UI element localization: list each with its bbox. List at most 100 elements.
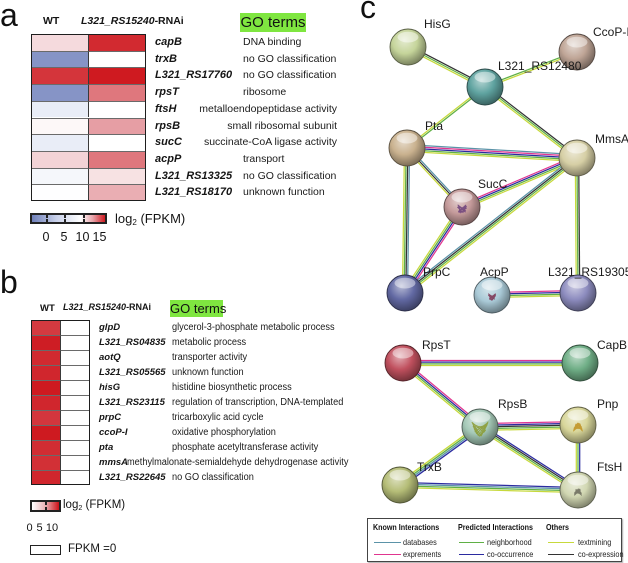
edge-line-neighborhood [399,485,578,492]
protein-node [561,344,599,382]
edge-line-databases [407,143,578,156]
heatmap-cell-wt [31,410,61,425]
protein-node [558,33,596,71]
heatmap-cell-wt [31,350,61,365]
heatmap-cell-rnai [60,455,90,470]
go-term-label: oxidative phosphorylation [172,427,276,438]
network-edge [403,359,580,367]
gene-label: glpD [99,322,121,333]
protein-structure-icon [471,421,489,437]
network-edge [399,481,579,494]
protein-structure-icon [574,488,582,496]
edge-line-textmining [406,150,577,163]
gene-label: L321_RS17760 [155,69,233,82]
heatmap-cell-rnai [88,50,146,68]
edge-line-coexpression [404,156,577,293]
protein-sphere [388,129,426,167]
gene-label: prpC [99,412,122,423]
network-edge [403,155,579,296]
protein-label: CapB [597,338,627,352]
edge-line-neighborhood [576,157,579,294]
panel-b-colorbar-label: log2 (FPKM) [63,499,125,512]
heatmap-cell-wt [31,184,89,201]
network-edge [483,85,579,160]
sphere-highlight [397,31,419,43]
protein-structure-icon [573,422,583,432]
label-unit: (FPKM) [136,211,186,226]
sphere-highlight [567,409,589,421]
edge-line-neighborhood [403,147,407,293]
heatmap-cell-wt [31,150,89,168]
rnai-suffix: -RNAi [154,15,184,27]
network-edge [574,157,581,294]
go-term-label: regulation of transcription, DNA-templat… [172,397,344,408]
sphere-highlight [392,347,414,359]
protein-label: L321_RS19305 [548,265,628,279]
heatmap-cell-rnai [88,184,146,201]
heatmap-cell-wt [31,335,61,350]
heatmap-cell-rnai [60,380,90,395]
edge-line-coexpression [405,148,409,294]
sphere-highlight [566,142,588,154]
heatmap-cell-wt [31,320,61,335]
protein-sphere [443,188,481,226]
gene-label: ftsH [155,102,177,115]
edge-line-textmining [401,147,406,293]
go-term-label: unknown function [243,186,325,199]
protein-node [559,406,597,444]
gene-label: rpsB [155,119,181,132]
edge-line-textmining [406,159,579,296]
colorbar-tick [45,502,47,505]
heatmap-cell-wt [31,67,89,85]
legend-line-neighborhood [459,542,484,544]
protein-sphere [559,274,597,312]
edge-line-cooccurrence [481,424,580,489]
protein-sphere [466,68,504,106]
protein-label: CcoP-I [593,25,628,39]
heatmap-cell-wt [31,380,61,395]
gene-label: mmsA [99,457,129,468]
go-term-label: no GO classification [243,52,337,65]
protein-label: FtsH [597,460,622,474]
edge-line-textmining [574,158,577,294]
edge-line-cooccurrence [461,156,577,207]
panel-b-go-terms-header: GO terms [170,300,227,317]
protein-label: RpsT [422,338,451,352]
edge-line-coexpression [480,425,579,490]
sphere-highlight [389,469,411,481]
heatmap-cell-wt [31,455,61,470]
protein-sphere [389,28,427,66]
heatmap-cell-wt [31,425,61,440]
legend-item-label: co-expression [578,549,624,559]
heatmap-cell-rnai [60,320,90,335]
edge-line-coexpression [485,85,579,158]
edge-line-databases [406,148,411,294]
heatmap-cell-rnai [60,470,90,485]
protein-sphere [561,344,599,382]
protein-label: MmsA [595,132,628,146]
protein-structure-icon [457,204,467,214]
heatmap-cell-wt [31,50,89,68]
gene-label: aotQ [99,352,121,363]
gene-label: L321_RS13325 [155,169,233,182]
gene-label: hisG [99,382,121,393]
colorbar-tick-label: 10 [45,522,59,534]
heatmap-cell-rnai [60,365,90,380]
go-term-label: unknown function [172,367,244,378]
panel-a-go-terms-header: GO terms [240,13,306,32]
edge-line-databases [400,483,579,490]
heatmap-cell-wt [31,117,89,135]
panel-a-wt-header: WT [43,15,60,27]
sphere-highlight [481,279,503,291]
colorbar-tick-label: 5 [36,522,43,534]
sphere-highlight [566,36,588,48]
gene-label: L321_RS04835 [99,337,166,348]
go-term-label: histidine biosynthetic process [172,382,292,393]
protein-sphere [386,274,424,312]
go-term-label: ribosome [243,86,287,99]
panel-a-rnai-header: L321_RS15240-RNAi [81,16,184,27]
heatmap-cell-wt [31,84,89,101]
protein-node [461,408,499,446]
protein-node [473,276,511,314]
panel-a-colorbar [30,213,107,224]
